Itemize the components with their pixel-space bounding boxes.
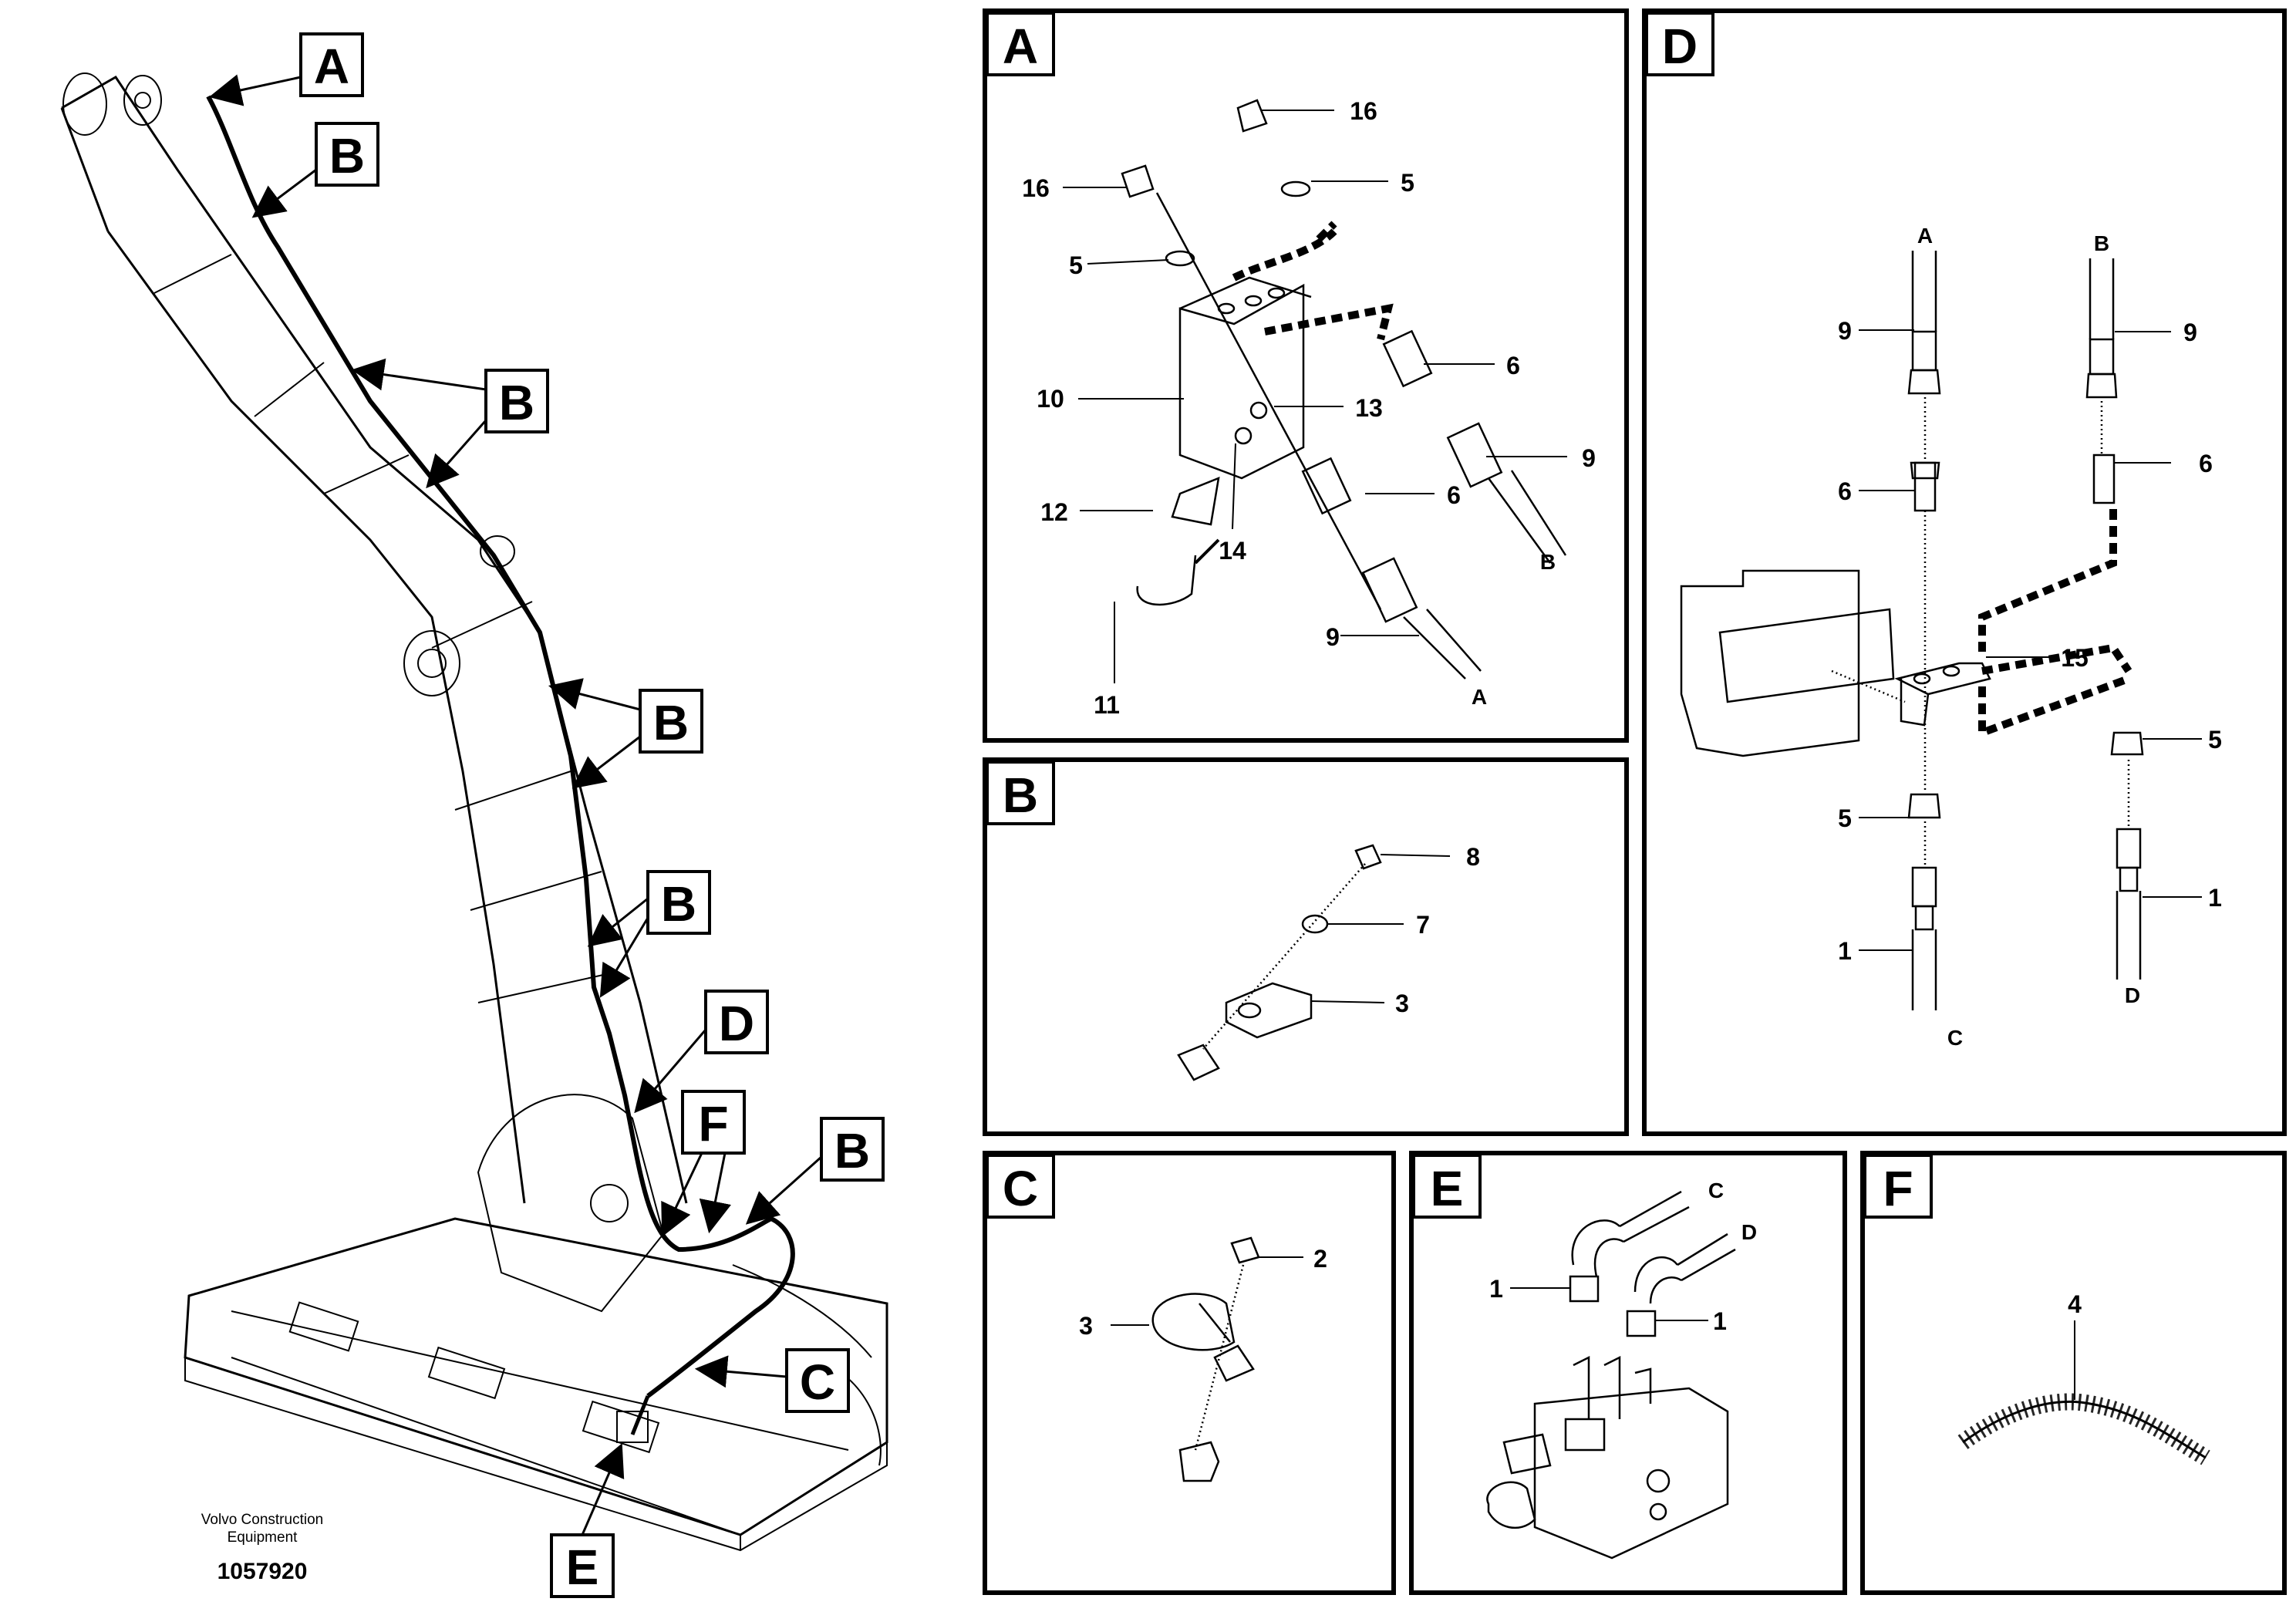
svg-text:B: B xyxy=(653,695,689,750)
panel-b-title: B xyxy=(1003,767,1038,823)
callout-c-3: 3 xyxy=(1079,1312,1093,1340)
callout-a-16a: 16 xyxy=(1022,174,1050,202)
tag-B-1[interactable]: B xyxy=(251,122,379,218)
tag-B-4[interactable]: B xyxy=(587,870,711,998)
callout-a-9b: 9 xyxy=(1326,623,1340,651)
callout-d-1a: 1 xyxy=(1838,937,1852,965)
detail-panel-c: C 2 3 xyxy=(983,1151,1396,1595)
callout-a-5a: 5 xyxy=(1069,251,1083,279)
hose-end-d-d: D xyxy=(2125,983,2140,1007)
callout-a-13: 13 xyxy=(1355,394,1383,422)
callout-d-6a: 6 xyxy=(1838,477,1852,505)
credit-line1: Volvo Construction xyxy=(201,1512,323,1528)
detail-panel-a: A xyxy=(983,8,1629,743)
callout-a-14: 14 xyxy=(1219,537,1246,565)
detail-panel-f: F 4 xyxy=(1860,1151,2287,1595)
detail-panel-e: E 1 1 C D xyxy=(1409,1151,1847,1595)
tag-E[interactable]: E xyxy=(550,1443,625,1598)
callout-a-11: 11 xyxy=(1094,691,1120,719)
detail-panel-d: D xyxy=(1642,8,2287,1136)
document-number: 1057920 xyxy=(217,1559,308,1584)
panel-a-title: A xyxy=(1003,19,1038,74)
hose-end-a-b: B xyxy=(1540,550,1556,574)
callout-d-1b: 1 xyxy=(2208,884,2222,912)
overview-labels: A B B B B D xyxy=(201,32,885,1598)
callout-d-15: 15 xyxy=(2061,644,2089,672)
callout-d-5b: 5 xyxy=(1838,804,1852,832)
detail-panel-b: B 8 7 3 xyxy=(983,757,1629,1136)
callout-a-5b: 5 xyxy=(1401,169,1414,197)
callout-a-10: 10 xyxy=(1037,385,1064,413)
panel-c-title: C xyxy=(1003,1161,1038,1216)
callout-e-1b: 1 xyxy=(1713,1307,1727,1335)
callout-e-1a: 1 xyxy=(1489,1275,1503,1303)
hose-end-d-c: C xyxy=(1947,1026,1963,1050)
tag-B-2[interactable]: B xyxy=(351,358,549,489)
tag-D[interactable]: D xyxy=(634,990,769,1114)
panel-f-title: F xyxy=(1883,1161,1913,1216)
callout-d-6b: 6 xyxy=(2199,450,2213,477)
svg-text:A: A xyxy=(314,39,349,94)
hose-end-e-c: C xyxy=(1708,1179,1724,1202)
svg-text:B: B xyxy=(329,128,365,184)
panel-d-title: D xyxy=(1662,19,1698,74)
callout-b-8: 8 xyxy=(1466,843,1480,871)
callout-a-6b: 6 xyxy=(1447,481,1461,509)
credit-line2: Equipment xyxy=(228,1529,298,1546)
svg-text:E: E xyxy=(566,1539,599,1595)
callout-b-7: 7 xyxy=(1416,911,1430,939)
callout-a-9a: 9 xyxy=(1582,444,1596,472)
callout-f-4: 4 xyxy=(2068,1290,2082,1318)
callout-a-6a: 6 xyxy=(1506,352,1520,379)
callout-c-2: 2 xyxy=(1313,1245,1327,1273)
hose-end-d-b: B xyxy=(2094,231,2109,255)
tag-B-5[interactable]: B xyxy=(745,1117,885,1225)
svg-text:C: C xyxy=(800,1354,835,1410)
tag-F[interactable]: F xyxy=(661,1090,746,1237)
callout-b-3: 3 xyxy=(1395,990,1409,1017)
callout-d-9b: 9 xyxy=(2183,319,2197,346)
tag-A[interactable]: A xyxy=(208,32,364,106)
svg-text:B: B xyxy=(834,1123,870,1179)
hose-end-a-a: A xyxy=(1472,685,1487,709)
hose-end-d-a: A xyxy=(1917,224,1933,248)
svg-text:F: F xyxy=(698,1096,728,1152)
callout-a-16b: 16 xyxy=(1350,97,1377,125)
svg-text:B: B xyxy=(661,876,696,932)
callout-a-12: 12 xyxy=(1040,498,1068,526)
hose-end-e-d: D xyxy=(1741,1220,1757,1244)
svg-text:B: B xyxy=(499,375,534,430)
callout-d-5a: 5 xyxy=(2208,726,2222,754)
tag-B-3[interactable]: B xyxy=(548,678,703,789)
callout-d-9a: 9 xyxy=(1838,317,1852,345)
svg-text:D: D xyxy=(719,996,754,1051)
tag-C[interactable]: C xyxy=(694,1348,850,1413)
overview-drawing xyxy=(60,73,888,1552)
panel-e-title: E xyxy=(1431,1161,1464,1216)
